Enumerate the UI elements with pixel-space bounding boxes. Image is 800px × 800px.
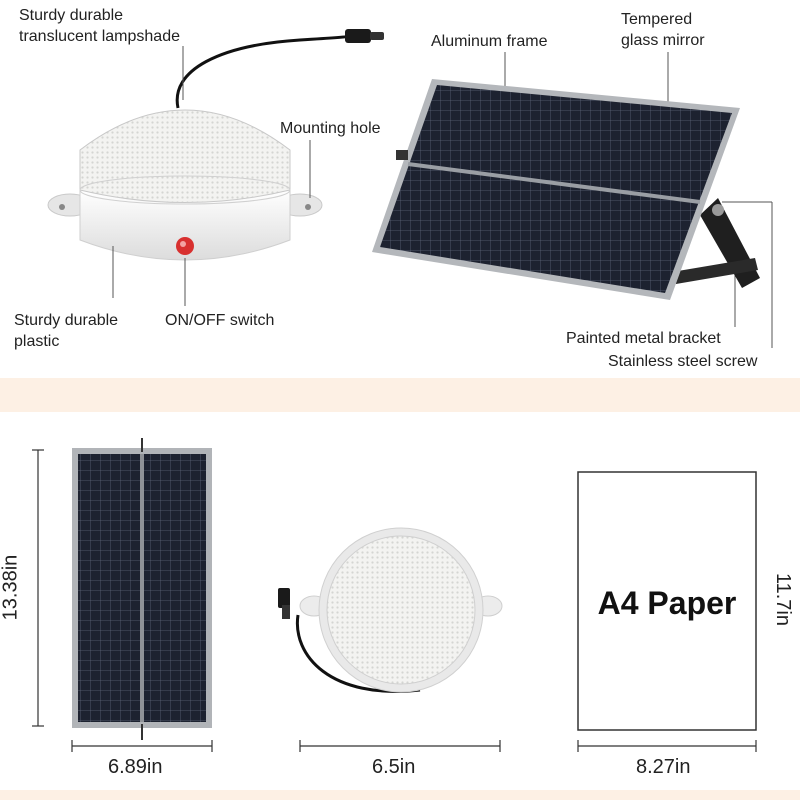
label-plastic: Sturdy durable plastic (14, 312, 119, 350)
paper-height-label: 11.7in (772, 572, 795, 627)
panel-height-label: 13.38in (0, 554, 22, 621)
bottom-band (0, 790, 800, 800)
label-screw: Stainless steel screw (608, 353, 758, 370)
paper-width-dimension-line (577, 740, 757, 752)
a4-paper-outline (577, 471, 757, 731)
label-aluminum-frame: Aluminum frame (431, 33, 548, 50)
label-lampshade: Sturdy durable translucent lampshade (19, 7, 180, 45)
panel-height-dimension-line (32, 449, 44, 727)
label-bracket: Painted metal bracket (566, 330, 721, 347)
steel-screw (712, 204, 724, 216)
label-tempered-glass: Tempered glass mirror (621, 11, 705, 49)
paper-width-label: 8.27in (636, 756, 691, 778)
solar-panel-front (72, 438, 212, 740)
label-switch: ON/OFF switch (165, 312, 275, 329)
a4-paper-label: A4 Paper (597, 585, 737, 621)
cable-connector (345, 29, 371, 43)
label-mounting-hole: Mounting hole (280, 120, 381, 137)
lamp-width-dimension-line (299, 740, 501, 752)
lamp-top-view (47, 29, 384, 261)
panel-width-label: 6.89in (108, 756, 163, 778)
panel-width-dimension-line (71, 740, 213, 752)
lamp-front-view (278, 527, 503, 693)
solar-panel-angled (372, 79, 760, 300)
lamp-width-label: 6.5in (372, 756, 416, 778)
section-divider-band (0, 378, 800, 412)
